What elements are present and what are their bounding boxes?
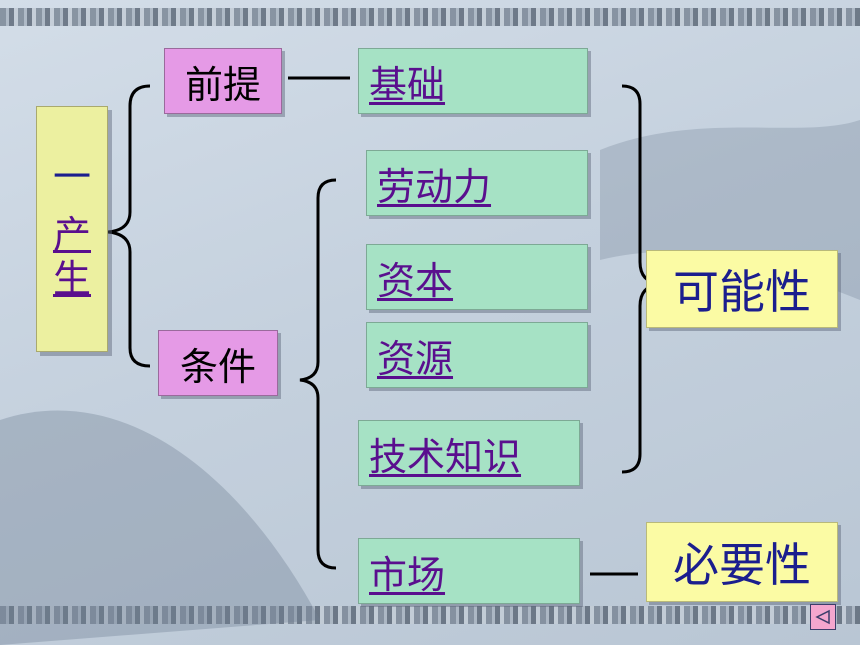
labor-link[interactable]: 劳动力 [377, 164, 492, 209]
triangle-left-icon [815, 609, 830, 625]
root-char-1: 一 [52, 155, 91, 200]
basis-box[interactable]: 基础 [358, 48, 588, 114]
basis-link[interactable]: 基础 [369, 62, 446, 107]
capital-link[interactable]: 资本 [377, 258, 454, 303]
market-box[interactable]: 市场 [358, 538, 580, 604]
root-char-2[interactable]: 产 [52, 213, 91, 258]
top-stripe [0, 8, 860, 26]
technology-box[interactable]: 技术知识 [358, 420, 580, 486]
possibility-box: 可能性 [646, 250, 838, 328]
possibility-label: 可能性 [673, 265, 811, 319]
back-nav-button[interactable] [810, 604, 836, 630]
capital-box[interactable]: 资本 [366, 244, 588, 310]
resources-link[interactable]: 资源 [377, 336, 454, 381]
resources-box[interactable]: 资源 [366, 322, 588, 388]
premise-label: 前提 [184, 62, 261, 107]
root-box: 一 产 生 [36, 106, 108, 352]
condition-box: 条件 [158, 330, 278, 396]
technology-link[interactable]: 技术知识 [369, 434, 522, 479]
necessity-box: 必要性 [646, 522, 838, 602]
market-link[interactable]: 市场 [369, 552, 446, 597]
condition-label: 条件 [179, 344, 256, 389]
necessity-label: 必要性 [673, 538, 811, 592]
bottom-stripe [0, 606, 860, 624]
labor-box[interactable]: 劳动力 [366, 150, 588, 216]
root-char-3[interactable]: 生 [52, 256, 91, 301]
premise-box: 前提 [164, 48, 282, 114]
